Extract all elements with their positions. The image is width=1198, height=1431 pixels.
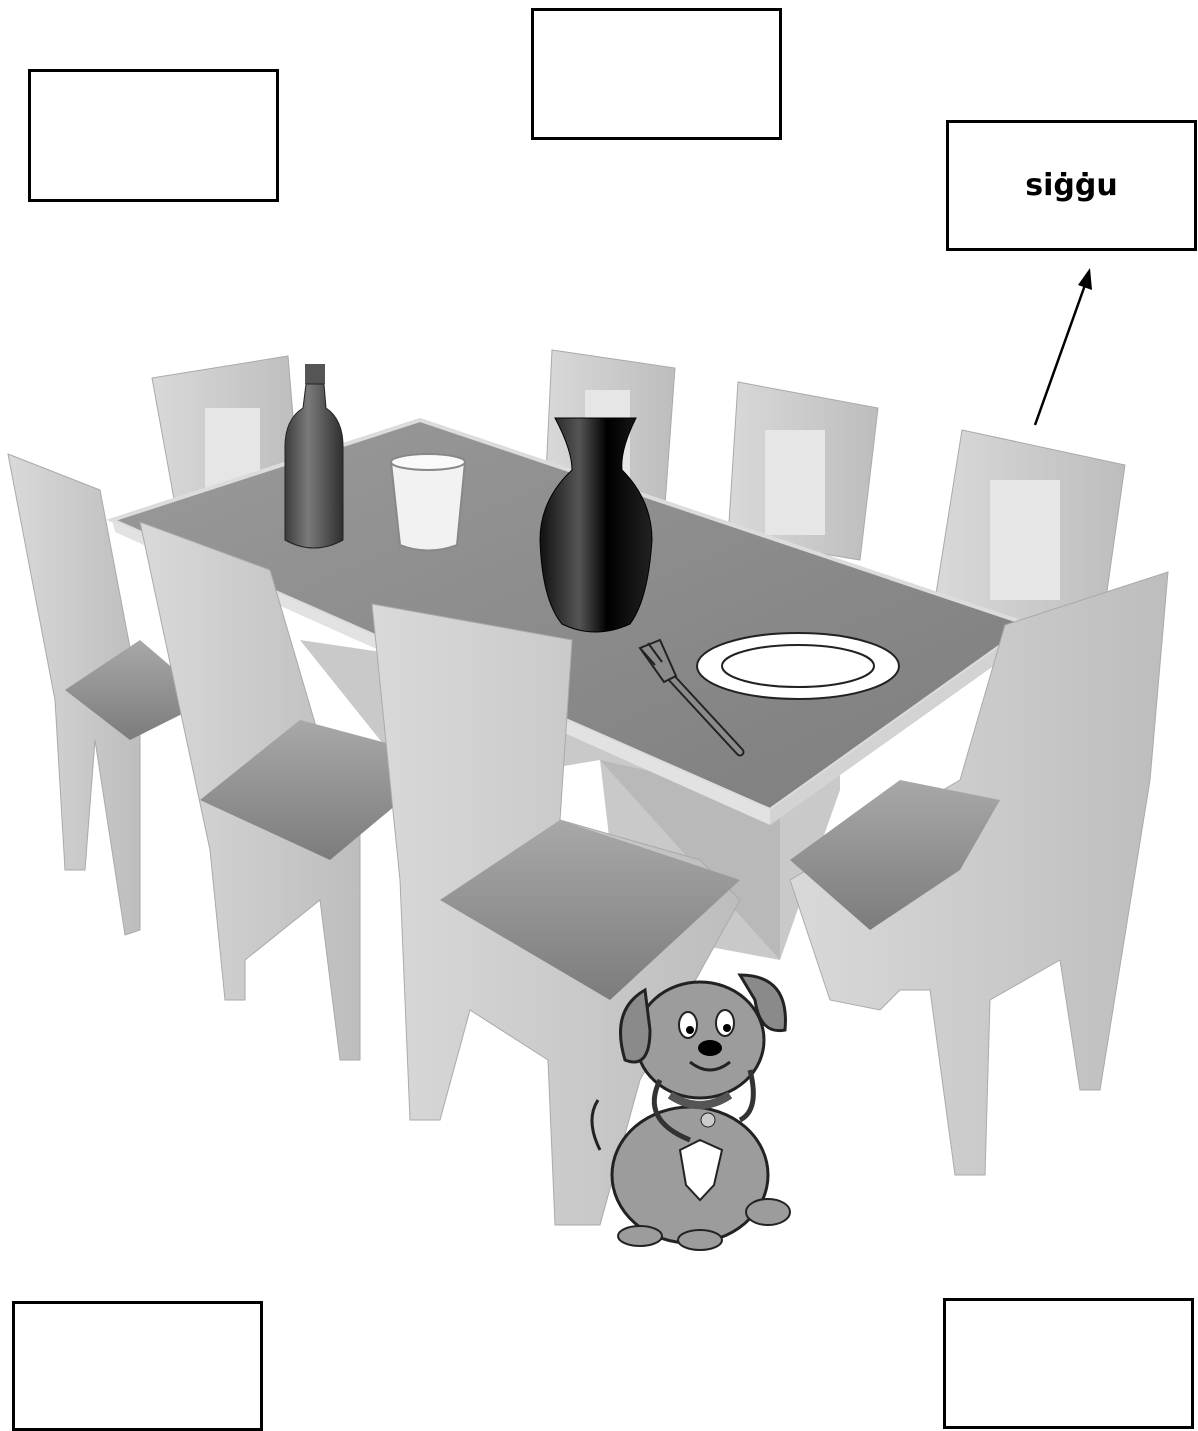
label-box-bottom-left[interactable] [12, 1301, 263, 1431]
arrow-to-label [1035, 268, 1092, 425]
label-box-chair[interactable]: siġġu [946, 120, 1197, 251]
bottle [285, 364, 343, 548]
label-box-top-center[interactable] [531, 8, 782, 140]
label-text-chair: siġġu [1025, 168, 1117, 203]
plate [697, 633, 899, 699]
glass [391, 454, 465, 551]
label-box-bottom-right[interactable] [943, 1298, 1194, 1429]
label-box-top-left[interactable] [28, 69, 279, 202]
